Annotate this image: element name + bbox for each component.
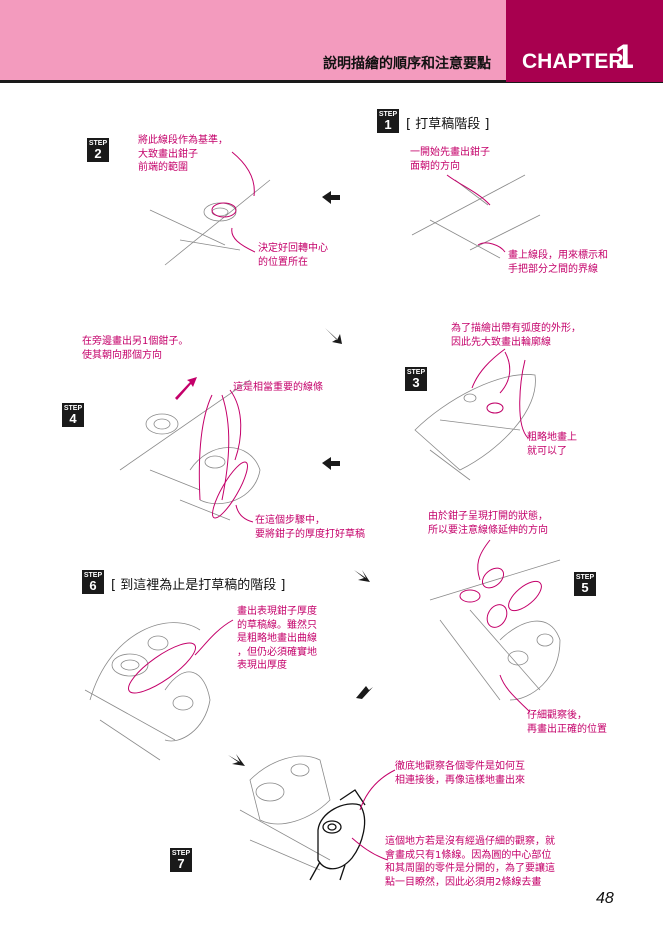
note-step4-important-line: 這是相當重要的線條 bbox=[233, 381, 323, 395]
flow-arrows bbox=[228, 191, 373, 766]
note-step3-outline: 為了描繪出帶有弧度的外形， 因此先大致畫出輪廓線 bbox=[451, 322, 581, 349]
step1-sketch bbox=[412, 175, 540, 258]
note-step7-connect: 徹底地觀察各個零件是如何互 相連接後，再像這樣地畫出來 bbox=[395, 760, 525, 787]
step4-sketch bbox=[120, 380, 260, 520]
section-rough-until-here: [ 到這裡為止是打草稿的階段 ] bbox=[111, 574, 285, 593]
step7-sketch bbox=[240, 756, 330, 870]
step7-inked-claw bbox=[310, 790, 365, 880]
note-step5-observe: 仔細觀察後， 再畫出正確的位置 bbox=[527, 709, 607, 736]
note-step4-other-claw: 在旁邊畫出另1個鉗子。 使其朝向那個方向 bbox=[82, 335, 188, 362]
note-step7-two-lines: 這個地方若是沒有經過仔細的觀察，就 會畫成只有1條線。因為圓的中心部位 和其周圍… bbox=[385, 835, 555, 889]
note-step2-range: 將此線段作為基準， 大致畫出鉗子 前端的範圍 bbox=[138, 134, 228, 175]
note-step1-direction: 一開始先畫出鉗子 面朝的方向 bbox=[410, 146, 490, 173]
step2-sketch bbox=[150, 180, 270, 265]
pink-direction-arrow bbox=[175, 377, 197, 400]
note-step6-thickness: 畫出表現鉗子厚度 的草稿線。雖然只 是粗略地畫出曲線 ，但仍必須確實地 表現出厚… bbox=[237, 605, 317, 673]
page-number: 48 bbox=[596, 890, 614, 908]
note-step3-rough: 粗略地畫上 就可以了 bbox=[527, 431, 577, 458]
section-rough-draft: [ 打草稿階段 ] bbox=[406, 113, 489, 132]
note-step1-boundary: 畫上線段，用來標示和 手把部分之間的界線 bbox=[508, 249, 608, 276]
step3-sketch bbox=[415, 374, 535, 480]
step5-sketch bbox=[430, 560, 560, 700]
note-step2-center: 決定好回轉中心 的位置所在 bbox=[258, 242, 328, 269]
note-step4-thickness: 在這個步驟中， 要將鉗子的厚度打好草稿 bbox=[255, 514, 365, 541]
note-step5-open: 由於鉗子呈現打開的狀態， 所以要注意線條延伸的方向 bbox=[428, 510, 548, 537]
